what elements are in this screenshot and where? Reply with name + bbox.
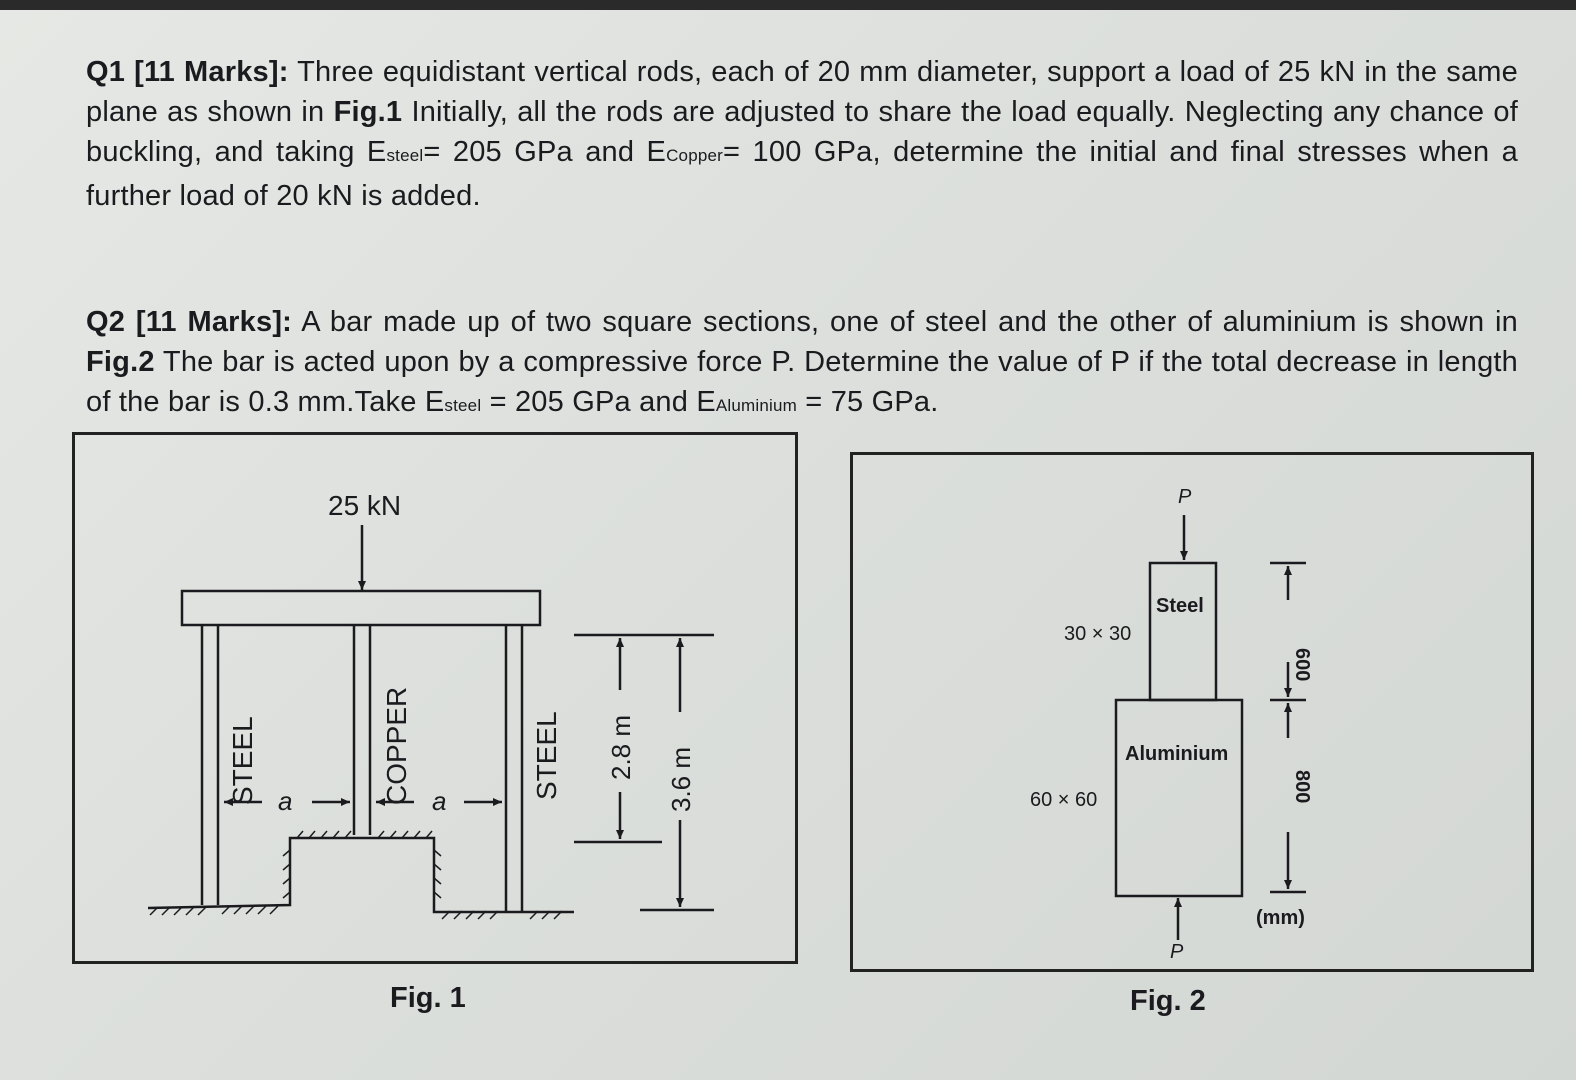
load-label: 25 kN [328,490,401,521]
aluminium-section-label: 60 × 60 [1030,789,1097,811]
force-bottom-label: P [1170,941,1184,963]
figure-1-caption: Fig. 1 [390,982,466,1014]
question-2: Q2 [11 Marks]: A bar made up of two squa… [86,302,1518,426]
question-1-sub-copper: Copper [666,146,724,165]
rigid-beam [180,589,542,627]
question-1-label: Q1 [11 Marks]: [86,56,289,88]
rod-steel-left [200,625,220,905]
figure-2-diagram [1114,515,1306,940]
rod-steel-right [504,625,524,912]
rod-left-label: STEEL [227,716,258,805]
force-top-label: P [1178,486,1192,508]
ground-support [147,830,574,920]
dimension-chain [1270,561,1306,894]
question-2-text-3: = 205 GPa and E [481,386,716,418]
question-2-sub-aluminium: Aluminium [715,396,798,415]
figure-2-caption: Fig. 2 [1130,985,1206,1017]
steel-section [1148,561,1218,702]
units-label: (mm) [1256,907,1305,929]
question-2-text-4: = 75 GPa. [797,386,939,418]
question-1-sub-steel: steel [386,146,424,165]
figure-1-frame [72,432,798,964]
spacing-label-1: a [278,786,292,816]
question-2-text-2: The bar is acted upon by a compressive f… [86,346,1518,418]
question-1: Q1 [11 Marks]: Three equidistant vertica… [86,52,1518,216]
dimension-steel-label: 600 [1291,648,1313,681]
dimension-short-label: 2.8 m [606,715,636,780]
question-1-text-1: Three equidistant vertical rods, each of… [86,56,1518,128]
question-2-fig-ref: Fig.2 [86,346,155,378]
figure-1-diagram [147,525,714,920]
aluminium-label: Aluminium [1125,743,1228,765]
rod-middle-label: COPPER [381,687,412,805]
steel-label: Steel [1156,595,1204,617]
dimension-long [640,638,714,912]
question-2-text-1: A bar made up of two square sections, on… [292,306,1519,338]
question-1-text-3: = 205 GPa and E [423,136,667,168]
question-1-text-2: Initially, all the rods are adjusted to … [86,96,1518,168]
figure-2-frame [850,452,1534,972]
dimension-aluminium-label: 800 [1291,770,1313,803]
dimension-long-label: 3.6 m [666,747,696,812]
spacing-label-2: a [432,786,446,816]
question-2-label: Q2 [11 Marks]: [86,306,293,338]
question-1-fig-ref: Fig.1 [333,96,403,128]
top-rule [0,0,1576,10]
steel-section-label: 30 × 30 [1064,623,1131,645]
question-1-text-4: = 100 GPa, determine the initial and fin… [86,136,1518,212]
aluminium-section [1114,698,1244,898]
rod-copper [352,625,372,835]
question-2-sub-steel: steel [444,396,482,415]
rod-right-label: STEEL [531,711,562,800]
dimension-short [574,633,714,844]
